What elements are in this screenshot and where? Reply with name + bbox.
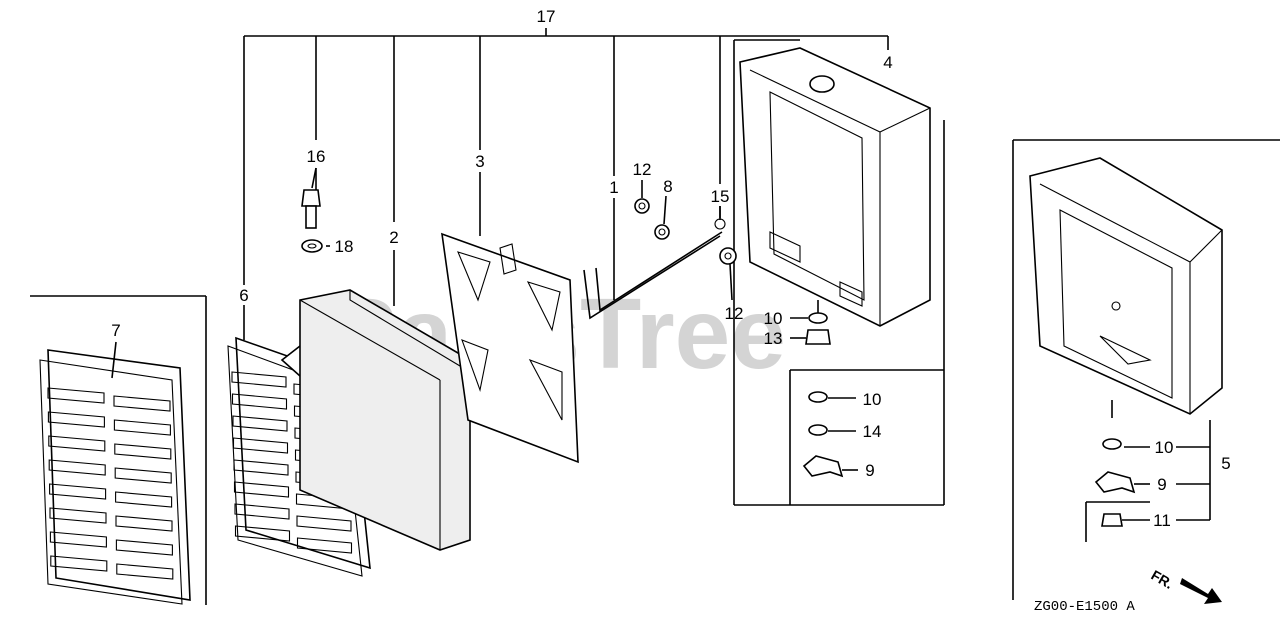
gasket-part-3 xyxy=(441,232,579,464)
callout-12-upper: 12 xyxy=(633,160,652,179)
callout-16: 16 xyxy=(307,147,326,166)
outer-cover-part-7 xyxy=(39,349,191,605)
louver-slot xyxy=(114,443,172,460)
callout-2: 2 xyxy=(389,228,398,247)
louver-slot xyxy=(49,507,107,524)
front-direction-label: FR. xyxy=(1149,567,1177,592)
callout-10-right: 10 xyxy=(1155,438,1174,457)
clip-part-15 xyxy=(714,218,726,230)
callout-8: 8 xyxy=(663,177,672,196)
louver-slot xyxy=(47,387,105,404)
louver-slot xyxy=(231,371,287,388)
callout-10-middle: 10 xyxy=(863,390,882,409)
bracket-7 xyxy=(30,295,207,605)
callout-15: 15 xyxy=(711,187,730,206)
callout-5: 5 xyxy=(1221,454,1230,473)
louver-slot xyxy=(113,395,171,412)
leader-lines xyxy=(111,167,1210,521)
callout-3: 3 xyxy=(475,152,484,171)
diagram-code: ZG00-E1500 A xyxy=(1034,599,1135,615)
callout-7: 7 xyxy=(111,321,120,340)
louver-slot xyxy=(296,537,353,554)
louver-slot xyxy=(114,467,172,484)
callout-14: 14 xyxy=(863,422,882,441)
bracket-17 xyxy=(243,28,889,340)
louver-slot xyxy=(231,393,288,410)
louver-slot xyxy=(234,503,290,520)
louver-slot xyxy=(48,435,106,452)
rod-part-1 xyxy=(583,231,723,320)
washer-part-10-upper xyxy=(808,312,828,324)
bracket-5 xyxy=(1012,139,1280,600)
louver-slot xyxy=(233,459,289,476)
louver-slot xyxy=(49,483,107,500)
louver-slot xyxy=(232,437,289,454)
nut-part-13 xyxy=(805,329,831,345)
callout-13: 13 xyxy=(764,329,783,348)
filter-element-part-2 xyxy=(299,289,471,551)
washer-part-10-right xyxy=(1102,438,1122,450)
callout-10-upper: 10 xyxy=(764,309,783,328)
callout-17: 17 xyxy=(537,7,556,26)
front-arrow-icon: FR. xyxy=(1149,567,1222,604)
callout-12-lower: 12 xyxy=(725,304,744,323)
nut-part-11 xyxy=(1101,513,1123,527)
case-part-5 xyxy=(1029,157,1223,418)
louver-slot xyxy=(48,459,106,476)
louver-slot xyxy=(113,419,171,436)
case-part-4 xyxy=(739,47,931,327)
louver-slot xyxy=(50,555,108,572)
bolt-part-16 xyxy=(301,189,321,229)
nut-part-12-lower xyxy=(719,247,737,265)
nut-part-12-upper xyxy=(634,198,650,214)
callout-11: 11 xyxy=(1153,511,1171,530)
callout-18: 18 xyxy=(335,237,354,256)
callout-1: 1 xyxy=(609,178,618,197)
washer-part-10-middle xyxy=(808,391,828,403)
louver-slot xyxy=(233,481,290,498)
callout-6: 6 xyxy=(239,286,248,305)
washer-part-14 xyxy=(808,424,828,436)
louver-slot xyxy=(49,531,107,548)
louver-slot xyxy=(47,411,105,428)
wing-nut-part-9-upper xyxy=(802,455,844,478)
louver-slot xyxy=(115,515,173,532)
bracket-4 xyxy=(733,39,945,506)
callout-9-upper: 9 xyxy=(865,461,874,480)
callout-4: 4 xyxy=(883,53,892,72)
louver-slot xyxy=(234,525,291,542)
nut-part-8 xyxy=(654,224,670,240)
louver-slot xyxy=(232,415,288,432)
louver-slot xyxy=(115,491,173,508)
louver-slot xyxy=(115,539,173,556)
washer-part-18 xyxy=(301,239,323,253)
louver-slot xyxy=(296,515,352,532)
callout-9-right: 9 xyxy=(1157,475,1166,494)
louver-slot xyxy=(116,563,174,580)
wing-nut-part-9-right xyxy=(1094,471,1136,494)
